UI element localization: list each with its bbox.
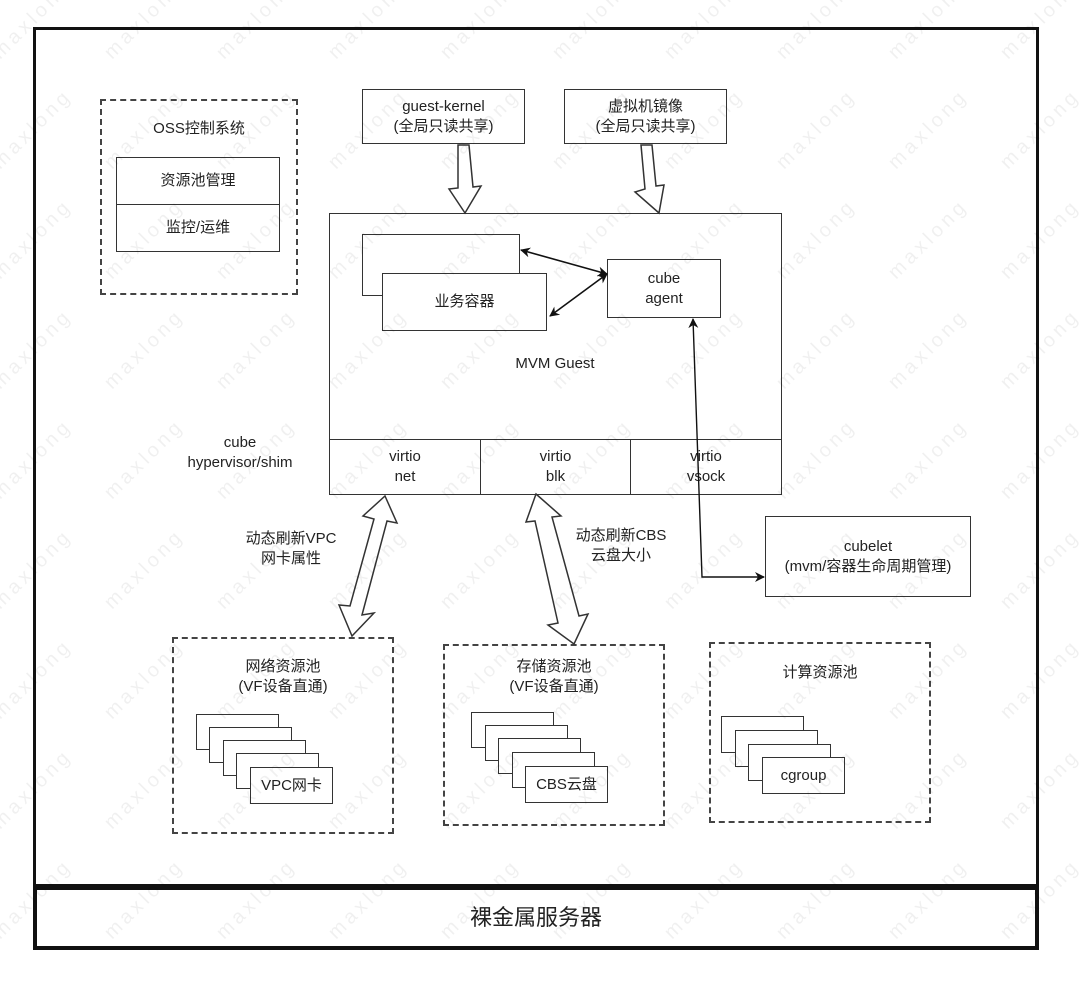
virtio-net-line1: virtio: [389, 448, 421, 465]
guest-kernel-box: guest-kernel (全局只读共享): [362, 89, 525, 144]
oss-item-label: 资源池管理: [160, 172, 236, 189]
compute-pool-title: 计算资源池: [782, 664, 858, 681]
bare-metal-server-box: 裸金属服务器: [33, 886, 1039, 950]
virtio-blk-line1: virtio: [539, 448, 572, 465]
storage-pool-title: 存储资源池 (VF设备直通): [443, 657, 665, 697]
cubelet-box: cubelet (mvm/容器生命周期管理): [765, 516, 971, 597]
network-pool-line1: 网络资源池: [245, 658, 321, 675]
network-pool-title: 网络资源池 (VF设备直通): [172, 657, 394, 697]
cbs-disk-label: CBS云盘: [536, 775, 597, 793]
cgroup-card: cgroup: [762, 757, 845, 794]
cube-agent-line2: agent: [645, 289, 683, 307]
storage-pool-line2: (VF设备直通): [509, 678, 599, 695]
cbs-refresh-line1: 动态刷新CBS: [575, 527, 667, 544]
cbs-refresh-line2: 云盘大小: [590, 547, 651, 564]
oss-item-monitoring: 监控/运维: [116, 204, 280, 252]
oss-control-system: [100, 99, 298, 295]
virtio-net: virtio net: [329, 439, 481, 495]
hypervisor-line1: cube: [223, 434, 257, 451]
oss-item-label: 监控/运维: [165, 219, 231, 236]
virtio-blk-line2: blk: [545, 468, 566, 485]
cube-agent-line1: cube: [647, 269, 681, 287]
guest-kernel-title: guest-kernel: [402, 97, 485, 115]
virtio-blk: virtio blk: [480, 439, 631, 495]
host-frame: [33, 27, 1039, 887]
vm-image-subtitle: (全局只读共享): [595, 117, 696, 135]
vpc-nic-label: VPC网卡: [261, 776, 322, 794]
mvm-guest-label: MVM Guest: [515, 355, 595, 372]
virtio-net-line2: net: [394, 468, 416, 485]
net-refresh-label: 动态刷新VPC 网卡属性: [236, 529, 346, 569]
vm-image-box: 虚拟机镜像 (全局只读共享): [564, 89, 727, 144]
cbs-disk-card: CBS云盘: [525, 766, 608, 803]
oss-item-resource-pool: 资源池管理: [116, 157, 280, 205]
storage-pool-line1: 存储资源池: [516, 658, 592, 675]
compute-resource-pool: [709, 642, 931, 823]
bare-metal-label: 裸金属服务器: [469, 905, 602, 930]
network-pool-line2: (VF设备直通): [238, 678, 328, 695]
net-refresh-line1: 动态刷新VPC: [245, 530, 337, 547]
net-refresh-line2: 网卡属性: [260, 550, 321, 567]
business-container-label: 业务容器: [434, 293, 495, 310]
virtio-vsock-line2: vsock: [686, 468, 726, 485]
oss-title: OSS控制系统: [153, 120, 245, 137]
hypervisor-label: cube hypervisor/shim: [170, 433, 310, 473]
cgroup-label: cgroup: [780, 766, 827, 784]
vpc-nic-card: VPC网卡: [250, 767, 333, 804]
cbs-refresh-label: 动态刷新CBS 云盘大小: [566, 526, 676, 566]
guest-kernel-subtitle: (全局只读共享): [393, 117, 494, 135]
hypervisor-line2: hypervisor/shim: [187, 454, 293, 471]
cubelet-subtitle: (mvm/容器生命周期管理): [784, 557, 952, 575]
business-container-box: 业务容器: [382, 273, 547, 331]
cube-agent-box: cube agent: [607, 259, 721, 318]
vm-image-title: 虚拟机镜像: [607, 97, 683, 115]
virtio-vsock-line1: virtio: [690, 448, 722, 465]
network-resource-pool: [172, 637, 394, 834]
virtio-vsock: virtio vsock: [630, 439, 782, 495]
cubelet-title: cubelet: [843, 537, 893, 555]
